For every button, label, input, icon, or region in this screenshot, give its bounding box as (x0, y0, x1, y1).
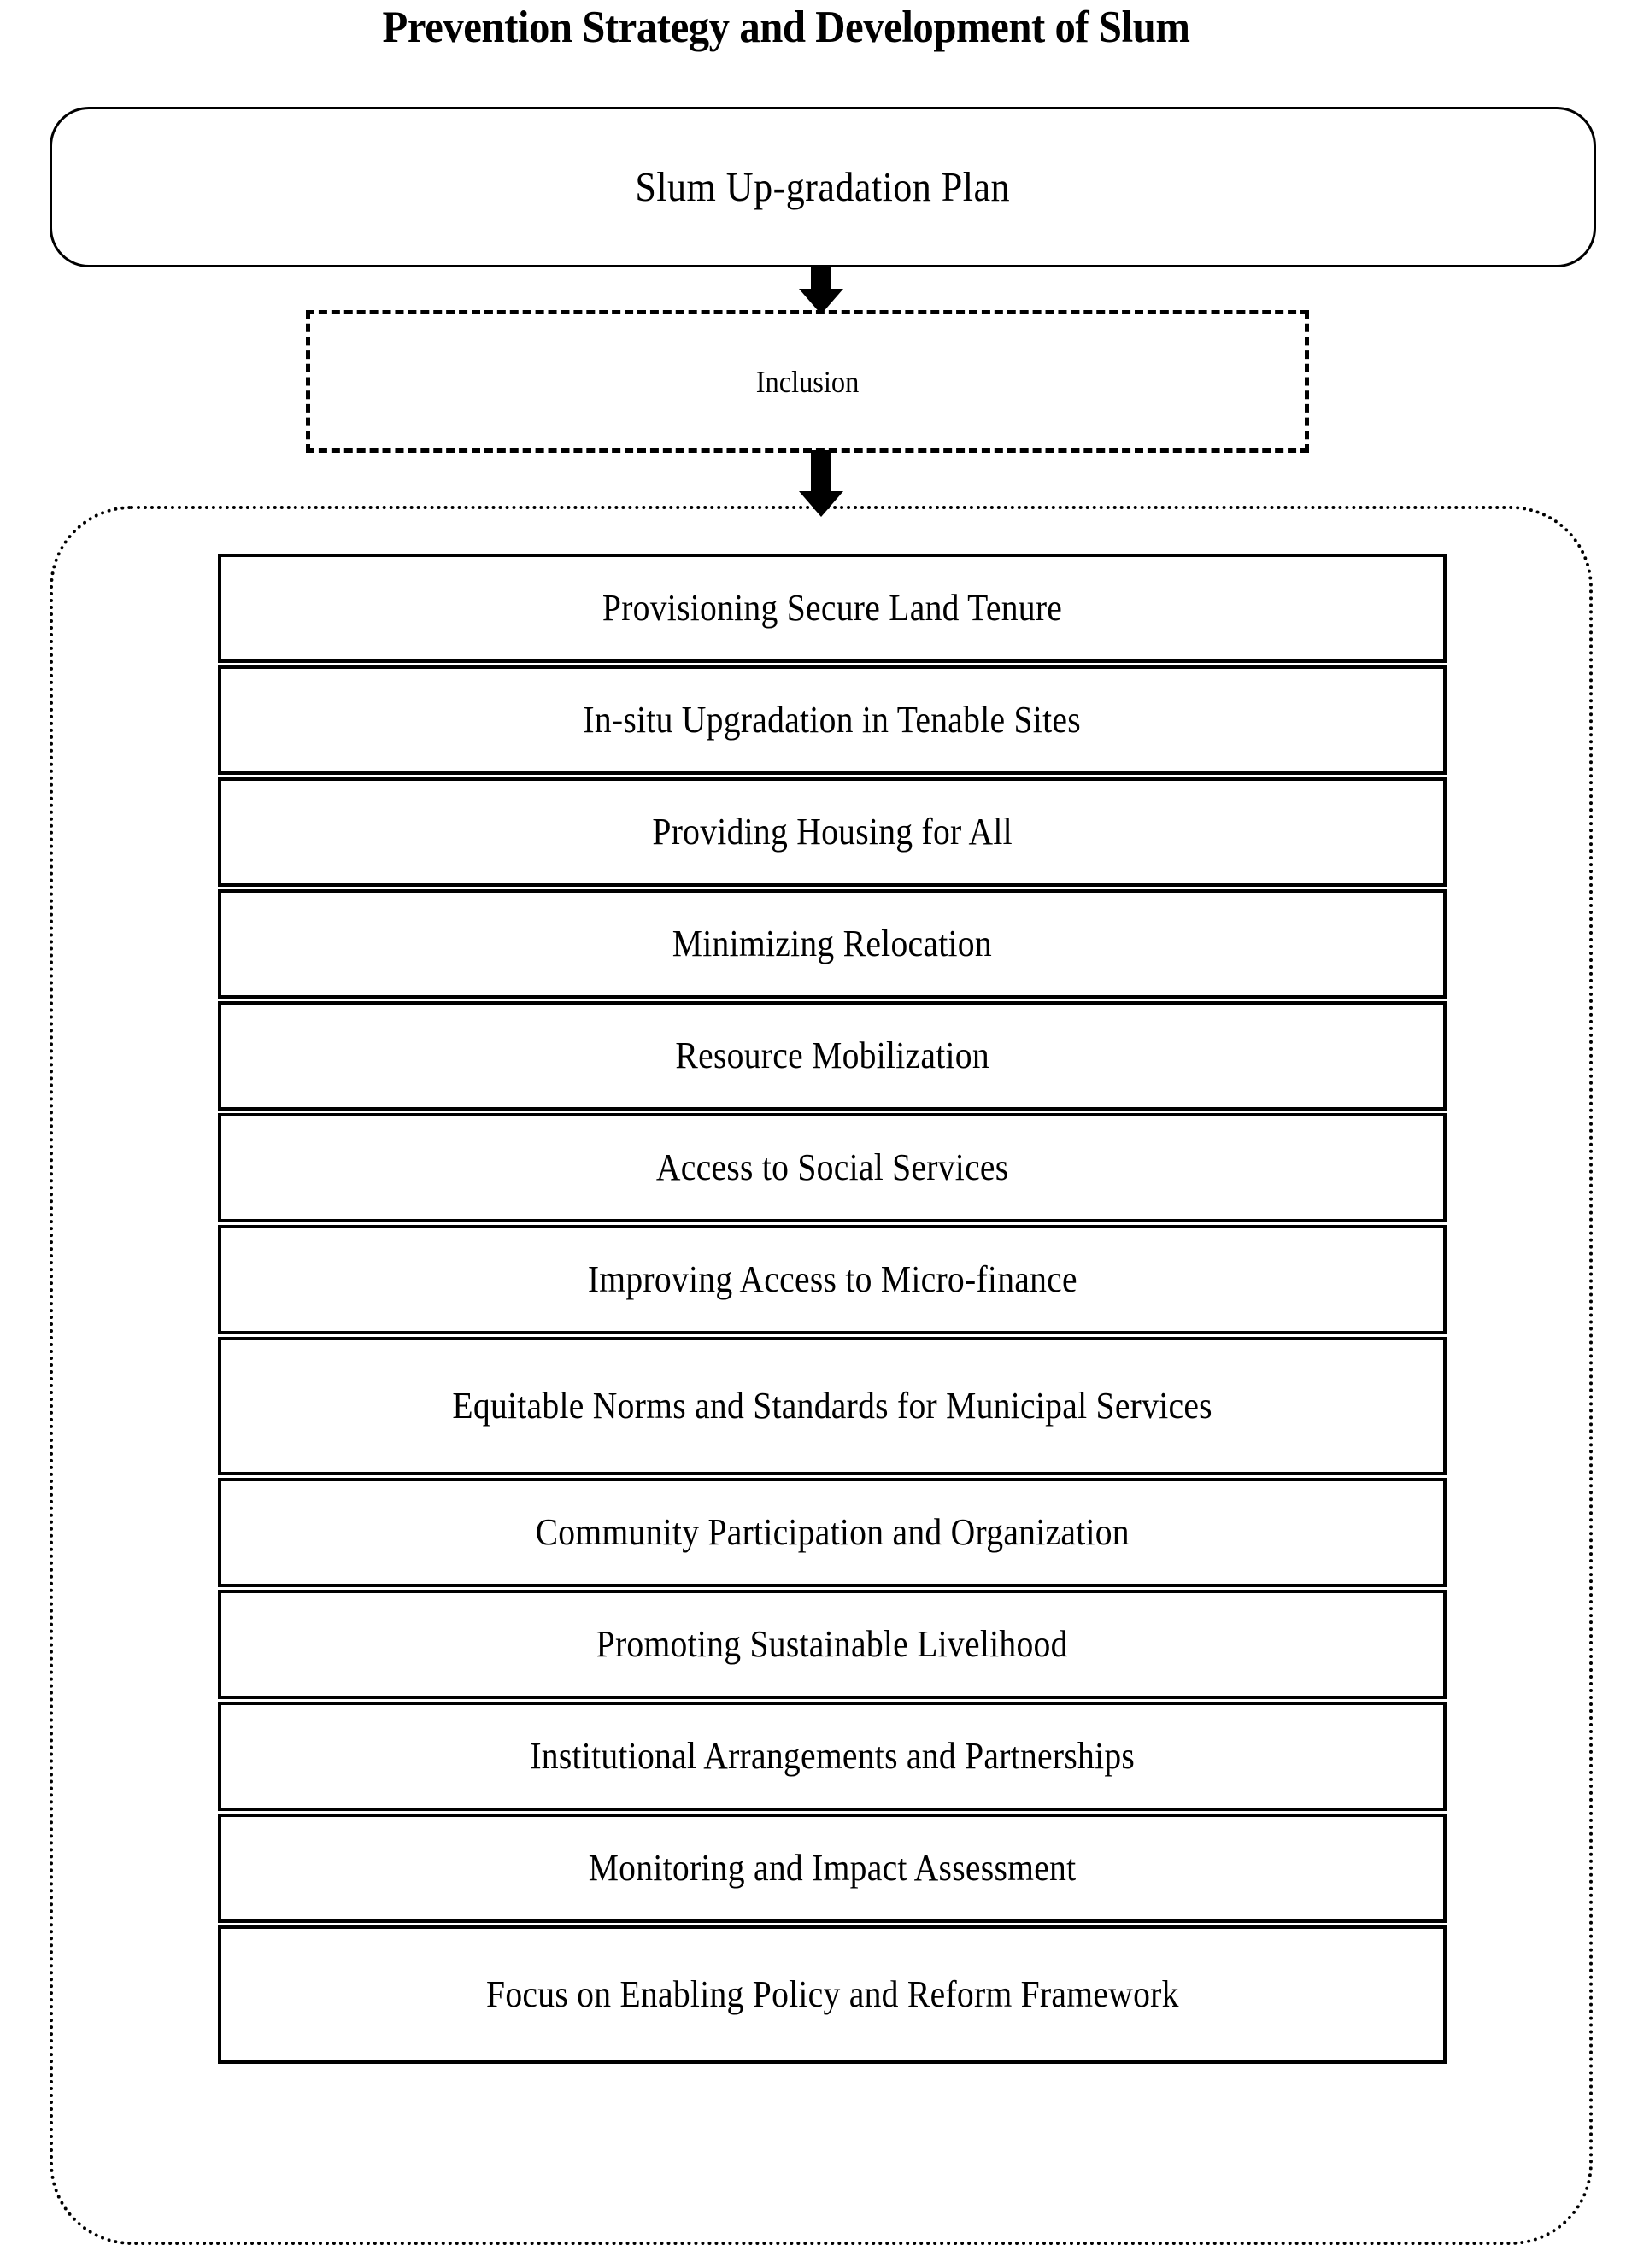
arrow-head (799, 289, 843, 314)
strategy-item: Monitoring and Impact Assessment (218, 1814, 1447, 1923)
strategy-item-label: Resource Mobilization (675, 1034, 989, 1076)
strategy-item-label: Promoting Sustainable Livelihood (596, 1623, 1069, 1665)
arrow-down-icon-inclusion-to-strategy-list (799, 450, 843, 517)
strategy-item: Provisioning Secure Land Tenure (218, 554, 1447, 663)
strategy-item: Providing Housing for All (218, 777, 1447, 887)
inclusion-node-label: Inclusion (755, 364, 860, 399)
strategy-item: Minimizing Relocation (218, 889, 1447, 999)
strategy-item-label: Minimizing Relocation (672, 923, 993, 964)
strategy-item: Focus on Enabling Policy and Reform Fram… (218, 1925, 1447, 2064)
strategy-item: Institutional Arrangements and Partnersh… (218, 1702, 1447, 1811)
inclusion-node: Inclusion (306, 310, 1309, 453)
strategy-item: Promoting Sustainable Livelihood (218, 1590, 1447, 1699)
strategy-item: Community Participation and Organization (218, 1478, 1447, 1587)
strategy-item-label: Equitable Norms and Standards for Munici… (452, 1385, 1212, 1427)
strategy-item: Equitable Norms and Standards for Munici… (218, 1337, 1447, 1475)
root-node-label: Slum Up-gradation Plan (635, 163, 1011, 210)
strategy-item: In-situ Upgradation in Tenable Sites (218, 665, 1447, 775)
strategy-item-label: Provisioning Secure Land Tenure (602, 587, 1063, 629)
root-node-slum-upgradation-plan: Slum Up-gradation Plan (50, 107, 1596, 267)
strategy-item-label: Focus on Enabling Policy and Reform Fram… (485, 1973, 1179, 2015)
strategy-item: Access to Social Services (218, 1113, 1447, 1222)
strategy-item-label: Monitoring and Impact Assessment (588, 1847, 1077, 1889)
arrow-down-icon-root-to-inclusion (799, 265, 843, 314)
strategy-item-label: Access to Social Services (655, 1146, 1009, 1188)
page-title: Prevention Strategy and Development of S… (382, 3, 1190, 52)
arrow-head (799, 491, 843, 517)
strategy-item-label: Institutional Arrangements and Partnersh… (530, 1735, 1135, 1777)
strategy-item: Resource Mobilization (218, 1001, 1447, 1111)
arrow-shaft (811, 265, 831, 290)
strategy-item: Improving Access to Micro-finance (218, 1225, 1447, 1334)
arrow-shaft (811, 450, 831, 493)
strategy-item-label: In-situ Upgradation in Tenable Sites (583, 699, 1082, 741)
strategy-item-label: Improving Access to Micro-finance (587, 1258, 1077, 1300)
strategy-item-label: Providing Housing for All (652, 811, 1013, 853)
strategy-item-label: Community Participation and Organization (535, 1511, 1130, 1553)
